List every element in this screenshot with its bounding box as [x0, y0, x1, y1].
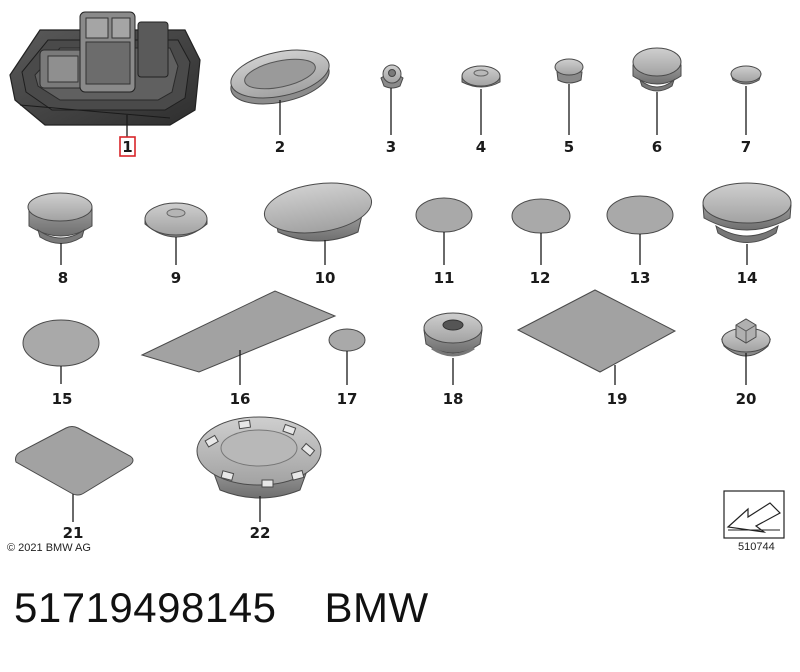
callout-4[interactable]: 4 [476, 138, 486, 156]
callout-5[interactable]: 5 [564, 138, 574, 156]
callout-1[interactable]: 1 [122, 138, 132, 156]
reference-number: 510744 [738, 541, 775, 553]
part-18-ring-grommet[interactable] [423, 312, 483, 357]
part-3-small-plug[interactable] [380, 64, 404, 89]
part-21-rounded-square-pad[interactable] [15, 426, 134, 496]
callout-8[interactable]: 8 [58, 269, 68, 287]
part-16-strip-pad[interactable] [140, 290, 337, 373]
callout-12[interactable]: 12 [530, 269, 551, 287]
part-7-mini-dome-plug[interactable] [730, 65, 762, 85]
part-13-round-sticker[interactable] [606, 195, 674, 235]
part-number-line: 51719498145 BMW [14, 584, 429, 632]
part-4-dome-plug[interactable] [461, 65, 501, 88]
callout-15[interactable]: 15 [52, 390, 73, 408]
callout-7[interactable]: 7 [741, 138, 751, 156]
callout-2[interactable]: 2 [275, 138, 285, 156]
callout-22[interactable]: 22 [250, 524, 271, 542]
brand-name: BMW [324, 584, 429, 631]
callout-10[interactable]: 10 [315, 269, 336, 287]
part-14-large-round-plug[interactable] [702, 182, 792, 243]
part-12-round-sticker[interactable] [511, 198, 571, 234]
part-10-oval-plug[interactable] [261, 177, 375, 242]
part-15-round-sticker[interactable] [22, 319, 100, 367]
part-20-hex-cap[interactable] [720, 318, 772, 357]
part-2-oval-grommet[interactable] [227, 42, 334, 112]
callout-20[interactable]: 20 [736, 390, 757, 408]
part-9-flat-dome-plug[interactable] [144, 202, 208, 238]
part-17-small-round-sticker[interactable] [328, 328, 366, 352]
callout-14[interactable]: 14 [737, 269, 758, 287]
part-22-clip-plug[interactable] [196, 416, 322, 499]
callout-17[interactable]: 17 [337, 390, 358, 408]
part-1-control-unit[interactable] [9, 11, 201, 126]
callout-11[interactable]: 11 [434, 269, 455, 287]
part-19-square-pad[interactable] [516, 289, 677, 373]
part-5-cup-plug[interactable] [554, 58, 584, 84]
part-8-round-plug[interactable] [27, 192, 93, 244]
copyright-notice: © 2021 BMW AG [7, 542, 91, 554]
callout-9[interactable]: 9 [171, 269, 181, 287]
part-6-large-cup-plug[interactable] [632, 47, 682, 92]
callout-13[interactable]: 13 [630, 269, 651, 287]
callout-16[interactable]: 16 [230, 390, 251, 408]
callout-6[interactable]: 6 [652, 138, 662, 156]
callout-19[interactable]: 19 [607, 390, 628, 408]
callout-3[interactable]: 3 [386, 138, 396, 156]
reference-arrow-icon [723, 490, 785, 539]
part-11-round-sticker[interactable] [415, 197, 473, 233]
part-number: 51719498145 [14, 584, 277, 631]
callout-21[interactable]: 21 [63, 524, 84, 542]
callout-18[interactable]: 18 [443, 390, 464, 408]
highlight-box-1 [119, 136, 136, 157]
